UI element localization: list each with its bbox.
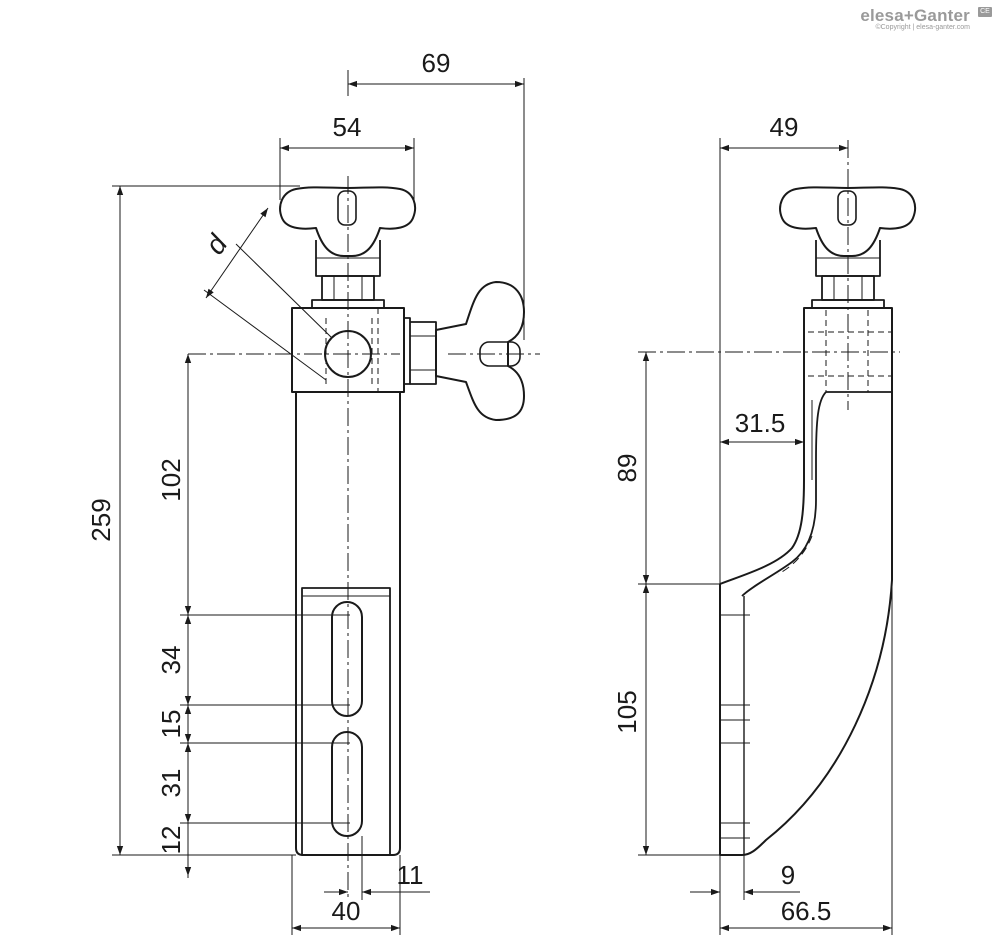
front-view [279,186,525,856]
front-dimensions [112,70,525,935]
dim-slot-two: 31 [156,769,186,798]
dim-hole-to-slot: 102 [156,458,186,501]
dim-plate-thickness: 9 [781,860,795,890]
side-centerlines [638,140,900,410]
side-dimensions [638,138,893,935]
dim-slot-offset: 11 [397,860,424,890]
dim-slot-bottom: 12 [156,826,186,855]
dim-upper-height: 89 [612,454,642,483]
dim-knob-width: 54 [333,112,362,142]
dim-arm-offset: 31.5 [735,408,786,438]
logo-copyright: ©Copyright | elesa-ganter.com [875,24,970,31]
logo-badge: CE [978,7,992,17]
dim-base-width: 40 [332,896,361,926]
side-top-knob [779,186,917,257]
side-dimension-labels: 49 31.5 89 105 9 66.5 [612,112,831,926]
front-centerlines [188,176,540,898]
front-upper-slot [331,601,363,717]
elesa-ganter-logo: elesa+Ganter ©Copyright | elesa-ganter.c… [860,6,992,31]
dim-total-height: 259 [86,498,116,541]
side-view [719,186,917,856]
logo-brand: elesa+Ganter [860,6,970,25]
dim-overall-width: 69 [422,48,451,78]
side-bracket-body [719,307,893,856]
dim-slot-one: 34 [156,646,186,675]
front-dimension-labels: 69 54 259 d 102 34 15 31 12 40 11 [86,48,450,926]
dim-slot-gap: 15 [156,710,186,739]
dim-lower-height: 105 [612,690,642,733]
dim-overall-depth: 66.5 [781,896,832,926]
dim-hole-diameter: d [199,228,234,260]
front-lower-slot [331,731,363,837]
front-top-knob [279,186,417,257]
dim-top-width: 49 [770,112,799,142]
